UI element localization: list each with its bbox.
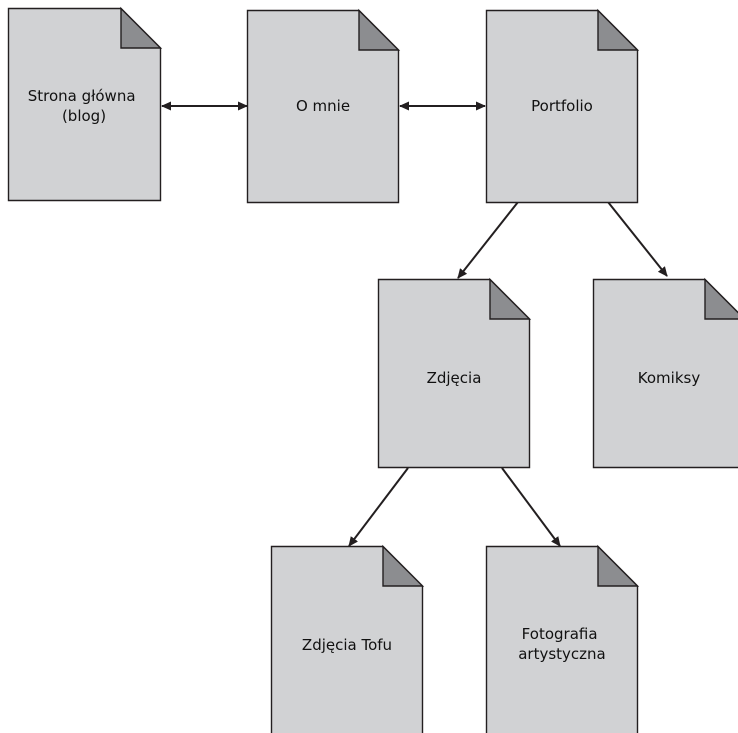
page-node-tofu: Zdjęcia Tofu: [270, 544, 425, 733]
label-line: Fotografia: [522, 625, 598, 643]
page-fold-icon: [358, 8, 401, 51]
connector-portfolio-photos: [457, 201, 519, 279]
connector-layer: [161, 101, 668, 547]
page-node-portfolio: Portfolio: [485, 8, 640, 204]
page-shape: [377, 278, 531, 469]
label-line: O mnie: [296, 97, 350, 115]
page-label-home: Strona główna (blog): [28, 87, 141, 125]
page-label-art: Fotografia artystyczna: [518, 625, 606, 663]
page-node-home: Strona główna (blog): [7, 6, 163, 202]
page-shape: [270, 545, 424, 733]
connector-photos-art: [501, 467, 561, 547]
page-node-comics: Komiksy: [592, 277, 738, 469]
page-label-photos: Zdjęcia: [427, 369, 482, 387]
label-line: Zdjęcia Tofu: [302, 636, 392, 654]
label-line: Komiksy: [638, 369, 701, 387]
page-shape: [485, 545, 639, 733]
page-fold-icon: [597, 544, 640, 587]
page-fold-icon: [597, 8, 640, 51]
page-label-tofu: Zdjęcia Tofu: [302, 636, 392, 654]
page-node-about: O mnie: [246, 8, 401, 204]
connector-portfolio-comics: [607, 201, 668, 277]
label-line: artystyczna: [518, 645, 606, 663]
page-shape: [592, 278, 738, 469]
page-fold-icon: [120, 6, 163, 49]
connector-photos-tofu: [348, 467, 409, 547]
page-label-comics: Komiksy: [638, 369, 701, 387]
page-shape: [7, 7, 162, 202]
page-shape: [485, 9, 639, 204]
page-shape: [246, 9, 400, 204]
page-fold-icon: [382, 544, 425, 587]
page-label-about: O mnie: [296, 97, 350, 115]
label-line: (blog): [62, 107, 106, 125]
label-line: Strona główna: [28, 87, 136, 105]
label-line: Zdjęcia: [427, 369, 482, 387]
page-node-art: Fotografia artystyczna: [485, 544, 640, 733]
page-node-photos: Zdjęcia: [377, 277, 532, 469]
page-fold-icon: [704, 277, 738, 320]
page-fold-icon: [489, 277, 532, 320]
page-label-portfolio: Portfolio: [531, 97, 593, 115]
label-line: Portfolio: [531, 97, 593, 115]
